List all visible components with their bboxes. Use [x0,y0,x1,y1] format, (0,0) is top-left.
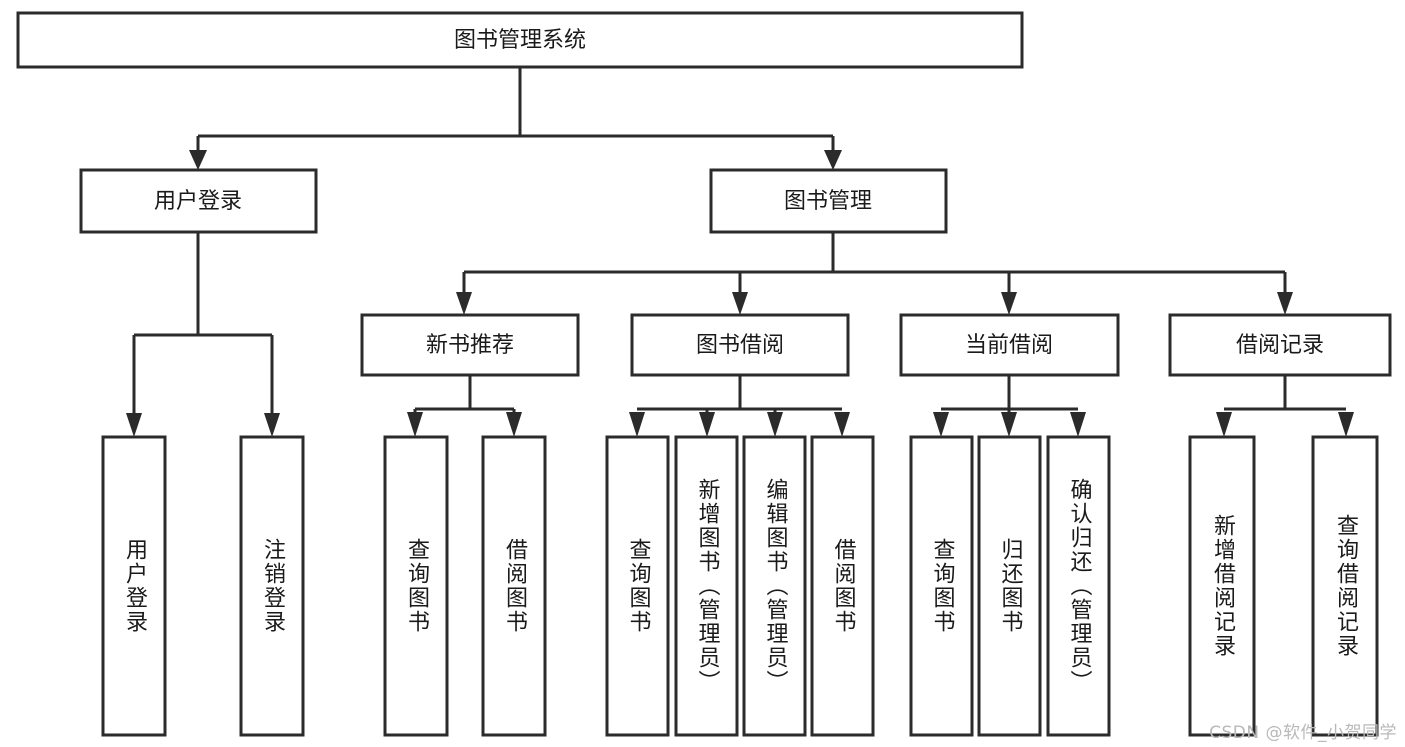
leaf-box-query-book-2[interactable] [605,435,670,737]
node-current-borrow-box[interactable] [899,313,1120,377]
node-book-borrow[interactable]: 图书借阅 [630,313,850,377]
node-borrow-record-label: 借阅记录 [1236,333,1324,358]
node-book-borrow-label: 图书借阅 [696,333,784,358]
leaf-box-add-book-admin[interactable] [674,435,739,737]
arrowhead-leaf-12 [1216,412,1232,437]
node-book-management[interactable]: 图书管理 [709,168,948,234]
node-book-management-label: 图书管理 [784,189,872,214]
node-book-borrow-box[interactable] [630,313,850,377]
arrowhead-new-book-rec [456,292,472,315]
arrowhead-borrow-record [1277,292,1293,315]
arrowhead-leaf-11 [1070,412,1086,437]
leaf-box-query-book-1[interactable] [383,435,449,737]
arrowhead-leaf-6 [699,412,715,437]
arrowhead-leaf-7 [767,412,783,437]
leaf-box-return-book[interactable] [977,435,1042,737]
node-root-box[interactable] [16,11,1024,69]
arrowhead-leaf-1 [126,413,142,437]
node-root-label: 图书管理系统 [454,28,586,53]
leaf-box-add-borrow-record[interactable] [1188,435,1256,737]
node-user-login-label: 用户登录 [154,189,242,214]
leaf-box-group [101,435,1379,737]
arrowhead-leaf-5 [629,412,645,437]
arrowhead-leaf-3 [407,412,423,437]
node-borrow-record-box[interactable] [1168,313,1392,377]
arrowhead-leaf-2 [264,413,280,437]
leaf-box-logout[interactable] [239,435,305,737]
arrowhead-current-borrow [1001,292,1017,315]
leaf-box-query-book-3[interactable] [909,435,974,737]
watermark: CSDN @软件_小贺同学 [1209,723,1397,743]
leaf-box-borrow-book-1[interactable] [481,435,547,737]
node-root[interactable]: 图书管理系统 [16,11,1024,69]
leaf-box-user-login[interactable] [101,435,167,737]
node-new-book-recommend-box[interactable] [360,313,580,377]
arrowhead-leaf-13 [1338,412,1354,437]
arrowhead-book-mgmt [824,150,842,170]
arrowhead-leaf-9 [933,412,949,437]
connector-group [126,67,1354,437]
node-user-login[interactable]: 用户登录 [79,168,318,234]
node-new-book-recommend[interactable]: 新书推荐 [360,313,580,377]
node-current-borrow-label: 当前借阅 [965,333,1053,358]
node-current-borrow[interactable]: 当前借阅 [899,313,1120,377]
node-book-management-box[interactable] [709,168,948,234]
leaf-box-edit-book-admin[interactable] [742,435,807,737]
node-borrow-record[interactable]: 借阅记录 [1168,313,1392,377]
arrowhead-leaf-10 [1001,412,1017,437]
node-new-book-recommend-label: 新书推荐 [426,333,514,358]
arrowhead-leaf-4 [506,412,522,437]
arrowhead-leaf-8 [834,412,850,437]
node-user-login-box[interactable] [79,168,318,234]
leaf-box-confirm-return-admin[interactable] [1046,435,1111,737]
leaf-box-borrow-book-2[interactable] [810,435,875,737]
arrowhead-book-borrow [732,292,748,315]
leaf-box-query-borrow-record[interactable] [1311,435,1379,737]
arrowhead-user-login [189,150,207,170]
